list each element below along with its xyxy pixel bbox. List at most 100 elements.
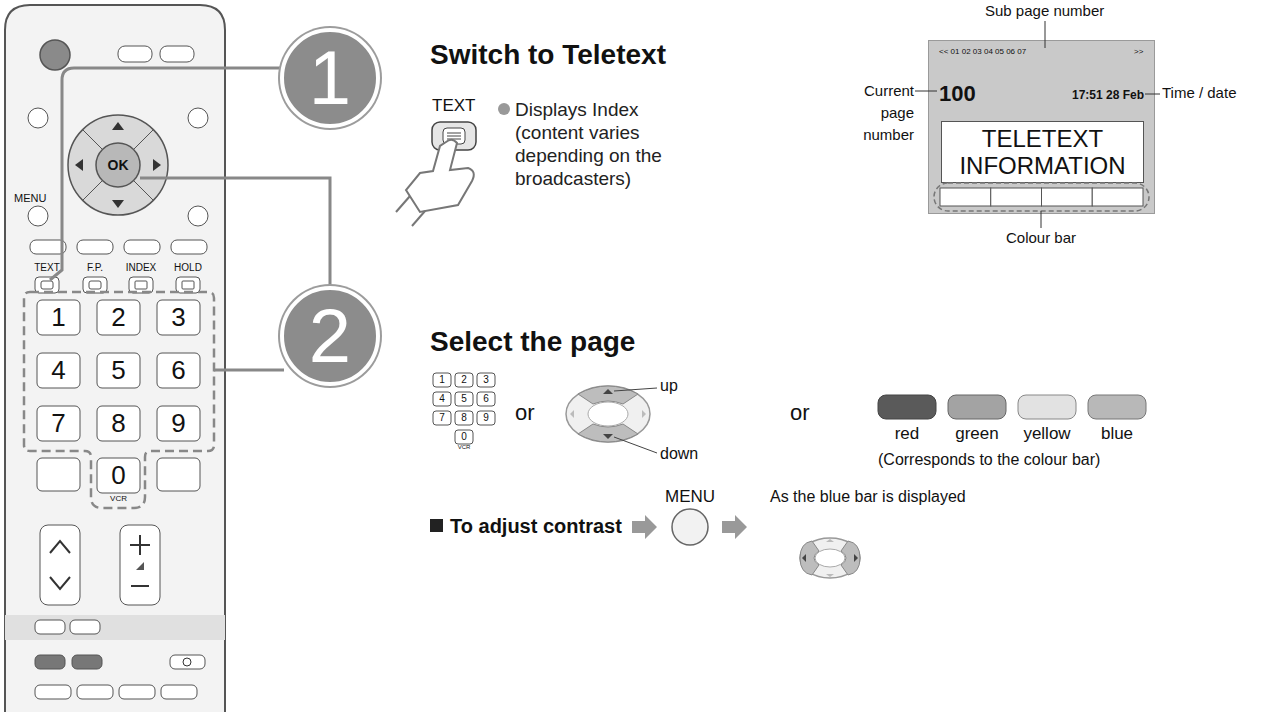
arrow-symbol <box>632 515 657 539</box>
step-number: 1 <box>309 38 351 118</box>
remote-button <box>118 46 152 62</box>
channel-button <box>40 525 80 605</box>
sub-page-more: >> <box>1134 47 1143 57</box>
button-label: MENU <box>14 192 46 205</box>
key <box>97 458 140 493</box>
dpad <box>800 538 860 578</box>
arrow-right <box>642 410 646 418</box>
leader-line <box>915 91 937 92</box>
button-icon <box>41 281 53 289</box>
remote-button <box>119 685 155 699</box>
page-number: 100 <box>939 81 976 107</box>
key-digit: 0 <box>97 458 140 493</box>
green-button <box>948 395 1006 419</box>
key <box>433 411 451 425</box>
chevron-up <box>50 541 70 553</box>
key-digit: 5 <box>455 392 473 406</box>
arrow-symbol <box>722 515 747 539</box>
colour-button <box>171 240 207 254</box>
callout-label: Sub page number <box>985 2 1104 20</box>
info-box: TELETEXT INFORMATION <box>941 121 1144 183</box>
hand-illustration <box>406 140 474 212</box>
dpad-divider <box>83 130 102 149</box>
time-date: 17:51 28 Feb <box>1044 88 1144 102</box>
button-label: HOLD <box>168 262 208 274</box>
arrow-down <box>603 434 613 439</box>
key-digit: 3 <box>157 300 200 335</box>
connector-word: or <box>515 400 535 426</box>
button-label: TEXT <box>27 262 67 274</box>
remote-button <box>28 206 48 226</box>
colour-label: yellow <box>1018 424 1076 444</box>
key <box>455 373 473 387</box>
arrow-right <box>153 159 161 171</box>
remote-button <box>160 46 194 62</box>
leader-line <box>1045 21 1046 48</box>
dpad-center <box>588 402 628 426</box>
leader-line <box>1041 211 1042 228</box>
button-icon <box>89 281 101 289</box>
key <box>37 353 80 388</box>
dpad-divider <box>134 181 153 200</box>
volume-button <box>120 525 160 605</box>
key <box>455 411 473 425</box>
dpad-center <box>815 549 845 567</box>
key <box>477 373 495 387</box>
arrow-left <box>802 554 806 562</box>
chevron-down <box>50 577 70 589</box>
red-button <box>878 395 936 419</box>
key-digit: 3 <box>477 373 495 387</box>
key-digit: 5 <box>97 353 140 388</box>
button-label: OK <box>96 156 140 174</box>
key <box>97 353 140 388</box>
connector-word: or <box>790 400 810 426</box>
text-button <box>35 277 59 293</box>
key-digit: 6 <box>477 392 495 406</box>
key-digit: 8 <box>97 406 140 441</box>
leader-line <box>1145 94 1160 95</box>
dpad-divider <box>134 130 153 149</box>
colour-bar-cell <box>1092 188 1143 206</box>
note-text: (Corresponds to the colour bar) <box>878 450 1100 469</box>
remote-button <box>161 685 197 699</box>
dpad <box>68 115 168 215</box>
key <box>433 392 451 406</box>
fp-button <box>83 277 107 293</box>
key-digit: 1 <box>433 373 451 387</box>
yellow-button <box>1018 395 1076 419</box>
callout-label: Colour bar <box>991 229 1091 247</box>
remote-body <box>5 5 225 712</box>
blue-button <box>1088 395 1146 419</box>
hold-button <box>176 277 200 293</box>
arrow-down <box>826 574 834 577</box>
hand-illustration <box>412 211 425 226</box>
info-text: TELETEXT INFORMATION <box>945 125 1140 179</box>
dpad-down <box>578 424 638 442</box>
note-text: As the blue bar is displayed <box>770 487 966 506</box>
remote-button <box>72 655 102 669</box>
key <box>37 300 80 335</box>
minus-symbol <box>131 585 149 587</box>
key <box>477 392 495 406</box>
callout-label: Time / date <box>1162 84 1236 102</box>
remote-button <box>188 206 208 226</box>
key-digit: 6 <box>157 353 200 388</box>
leader-line <box>614 388 657 391</box>
button-icon <box>447 136 461 137</box>
key <box>97 406 140 441</box>
key-digit: 0 <box>455 430 473 444</box>
key-digit: 4 <box>433 392 451 406</box>
note-text: Displays Index (content varies depending… <box>515 98 690 190</box>
colour-label: green <box>948 424 1006 444</box>
colour-bar-outline <box>934 183 1149 211</box>
leader-line <box>214 369 284 372</box>
key-digit: 8 <box>455 411 473 425</box>
step-heading: Select the page <box>430 325 635 359</box>
key <box>157 353 200 388</box>
key-label: VCR <box>450 444 478 451</box>
key <box>157 458 200 491</box>
remote-button <box>170 655 205 669</box>
leader-line <box>50 68 285 280</box>
leader-line <box>140 178 330 290</box>
